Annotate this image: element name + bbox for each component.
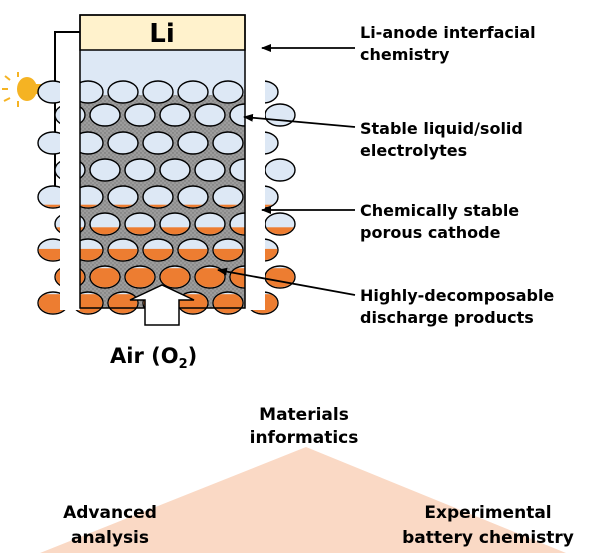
pore [89,212,121,236]
pore [264,265,296,289]
triangle-top-line1: Materials [259,405,349,425]
pore [142,80,174,104]
annotation-products-line2: discharge products [360,308,534,327]
pore [194,265,226,289]
pore [194,103,226,127]
pore [107,238,139,262]
pore [212,131,244,155]
triangle-left-line2: analysis [71,528,149,548]
pore [89,103,121,127]
triangle-right-line1: Experimental [424,503,551,523]
pore [159,158,191,182]
pore [264,103,296,127]
pore [124,158,156,182]
pore [159,103,191,127]
pore [124,265,156,289]
arrow-products [217,267,356,296]
pore [142,185,174,209]
arrow-electrolyte [243,113,356,128]
pore [107,291,139,315]
pore [194,212,226,236]
triangle-right-line2: battery chemistry [402,528,574,548]
pore [89,158,121,182]
pore [177,80,209,104]
annotation-electrolyte-line1: Stable liquid/solid [360,119,523,138]
pore [124,103,156,127]
pore [159,212,191,236]
annotation-anode-line1: Li-anode interfacial [360,23,536,42]
pore [212,291,244,315]
pore [264,158,296,182]
pore [177,131,209,155]
pore [177,238,209,262]
pore [264,212,296,236]
pore [212,80,244,104]
anode-label: Li [149,19,174,49]
annotation-cathode-line1: Chemically stable [360,201,519,220]
pore [212,238,244,262]
pore [142,238,174,262]
annotation-products-line1: Highly-decomposable [360,286,554,305]
annotation-cathode-line2: porous cathode [360,223,501,242]
pore [107,80,139,104]
annotation-electrolyte-line2: electrolytes [360,141,467,160]
pore [194,158,226,182]
triangle-left-line1: Advanced [63,503,157,523]
annotation-anode-line2: chemistry [360,45,450,64]
pore [142,131,174,155]
air-label: Air (O2) [110,344,197,372]
research-triangle [40,447,566,553]
li-anode-layer [79,14,246,51]
pore [89,265,121,289]
pore [177,185,209,209]
pore [159,265,191,289]
pore [107,131,139,155]
pore [212,185,244,209]
pore [107,185,139,209]
triangle-top-line2: informatics [250,428,359,448]
air-inlet-arrow [129,284,195,326]
pore [124,212,156,236]
